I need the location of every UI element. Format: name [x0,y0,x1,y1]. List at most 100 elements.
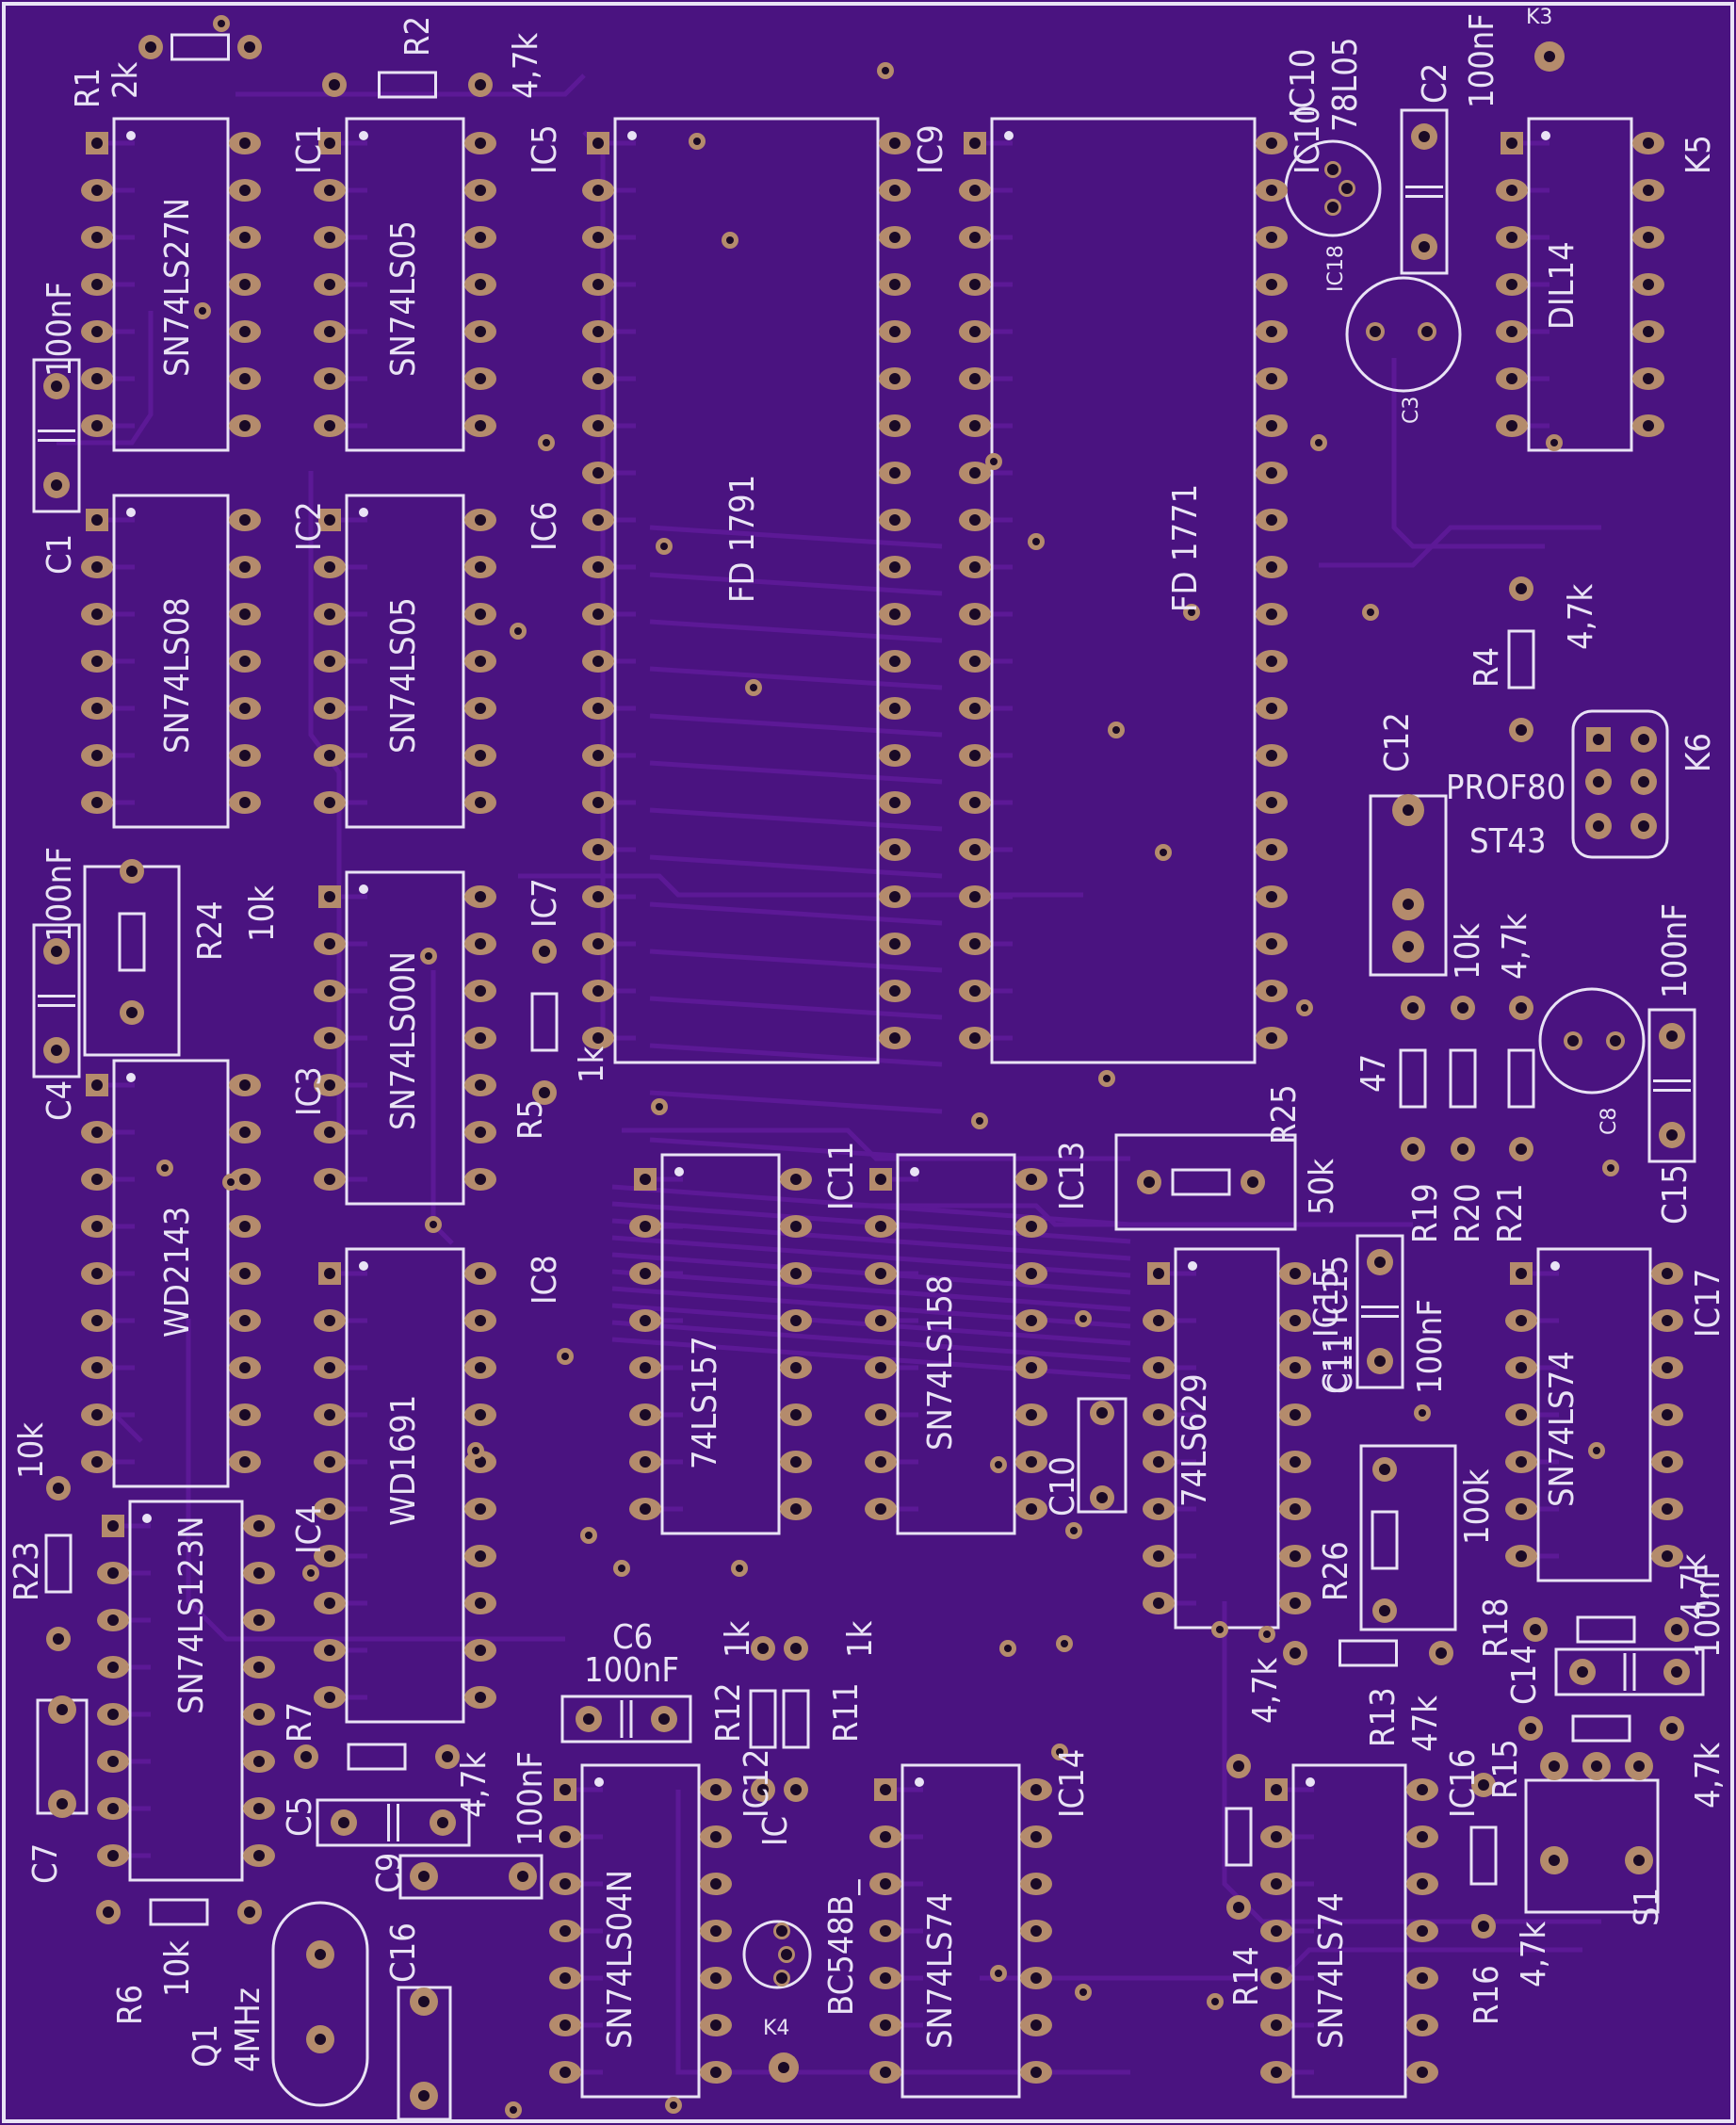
ic-pin-IC9-hole [889,985,900,997]
ic-pin-IC7-hole [475,985,486,997]
resistor-body-R21 [1507,1048,1535,1109]
label-ics-8-ref: IC9 [912,124,950,174]
ic-pin-IC12-hole [560,2020,571,2031]
ic-pin-IC17-hole [1662,1362,1673,1373]
ic-pin-IC3-hole [91,1315,103,1326]
label-resistors-17-ref: R24 [191,900,230,961]
label-ics-2-ref: IC2 [290,501,329,551]
label-resistors-1-ref: R2 [398,16,437,57]
ic-body-IC6 [345,494,465,829]
resistor-pad-R7-hole [442,1751,453,1762]
label-ics-6-ref: IC8 [526,1255,564,1305]
ic-pin-IC6-hole [324,703,335,714]
label-labels-ic10_label: IC10 [1284,49,1322,118]
ic-pin-IC10-hole [1266,467,1277,479]
ic-pin-IC9-hole [889,844,900,855]
ic-pin-IC11-hole [790,1268,802,1279]
trace [235,73,586,97]
via-hole [670,2101,677,2109]
ic-pin-IC17-hole [1662,1409,1673,1420]
ic-body-IC7 [345,870,465,1206]
label-labels-k3: K3 [1526,6,1552,29]
trace [675,1790,1130,2075]
ic-pin-IC5-hole [324,138,335,149]
ic-pin-IC14-hole [1030,1925,1042,1937]
ic-pin-IC9-hole [889,656,900,667]
ic-pin-IC7-hole [324,985,335,997]
label-labels-k4: K4 [763,2017,789,2040]
ic-pin-IC4-hole [107,1756,119,1767]
resistor-pad-R7-hole [300,1751,312,1762]
label-ics-5-ref: IC3 [290,1066,329,1116]
label-resistors-2-ref: R4 [1468,647,1506,688]
ic-pin-IC10-hole [1266,138,1277,149]
ic-pin-IC16-hole [1417,1925,1428,1937]
label-ics-13-part: SN74LS74 [1543,1351,1582,1507]
ic-pin-IC16-hole [1271,2067,1282,2078]
ic-pin-IC4-hole [253,1520,265,1532]
bus-trace [611,1269,1131,1312]
ic-pin-IC8-hole [475,1268,486,1279]
cap-pad-C3-hole [1421,326,1433,337]
ic-body-IC17 [1536,1247,1652,1582]
ic-pin-IC13-hole [1026,1409,1037,1420]
label-capacitors-2-ref: C3 [1400,397,1423,424]
via-hole [976,1117,983,1125]
resistor-pad-R25-hole [1247,1176,1258,1188]
ic-pin-K5-hole [1643,185,1654,196]
resistor-pad-R16-hole [1478,1921,1489,1932]
via-hole [1367,608,1374,616]
label-resistors-3-value: 1k [573,1046,611,1083]
label-ics-15-ref: IC14 [1053,1749,1092,1818]
bus-trace [649,901,943,926]
label-resistors-14-value: 10k [1449,923,1487,980]
ic-pin-IC14-hole [880,1972,891,1984]
ic-pin-IC10-hole [1266,797,1277,808]
ic-pin-IC6-hole [475,797,486,808]
bus-trace [611,1320,1131,1363]
via-hole [227,1178,235,1186]
resistor-pad-R19-hole [1407,1144,1419,1155]
resistor-body-R2 [378,71,437,99]
label-resistors-18-value: 50k [1303,1159,1341,1215]
ic-pin-IC8-hole [324,1645,335,1656]
ic-pin-IC10-hole [969,608,981,620]
label-ics-9-ref: IC10 [1289,105,1327,174]
ic-pin-IC16-hole [1271,1878,1282,1890]
resistor-pad-R4-hole [1516,724,1527,736]
ic-pin-IC2-hole [91,703,103,714]
ic-pin-IC9-hole [889,326,900,337]
electrolytic-C8 [1538,987,1646,1095]
label-capacitors-3-ref: C4 [41,1080,79,1121]
ic-pin-IC13-hole [1026,1268,1037,1279]
ic-pin-IC14-hole [1030,2067,1042,2078]
resistor-pad-R4-hole [1516,583,1527,594]
switch-pad-hole [1633,1855,1645,1866]
ic-pin-IC2-hole [91,656,103,667]
ic-pin-IC3-hole [239,1174,251,1185]
ic-pin-IC6-hole [324,797,335,808]
ic-pin-IC11-hole [640,1503,651,1515]
ic-pin-IC9-hole [592,608,604,620]
transistor-outline [742,1920,812,1989]
label-resistors-9-value: 4,7k [1246,1658,1285,1724]
resistor-pad-R25-hole [1144,1176,1155,1188]
ic-pin-K5-hole [1643,232,1654,243]
resistor-pad-R13-hole [1436,1647,1447,1659]
label-labels-st43: ST43 [1469,822,1547,861]
ic-pin-IC9-hole [592,703,604,714]
ic-pin-IC11-hole [790,1409,802,1420]
ic-pin-IC5-hole [324,373,335,384]
trace [848,1203,1413,1227]
ic-pin-IC11-hole [640,1174,651,1185]
bus-trace [649,949,943,973]
ic-pin-IC15-hole [1290,1503,1301,1515]
cap-pad-C10-hole [1096,1492,1108,1503]
ic-pin-IC8-hole [324,1315,335,1326]
ic-pin-IC6-hole [475,561,486,573]
cap-body-C5 [316,1798,471,1847]
resistor-body-R1 [170,33,230,61]
ic-pin-IC4-hole [107,1520,119,1532]
pin1-dot-IC14 [915,1777,924,1787]
pin1-dot-IC6 [359,508,368,517]
